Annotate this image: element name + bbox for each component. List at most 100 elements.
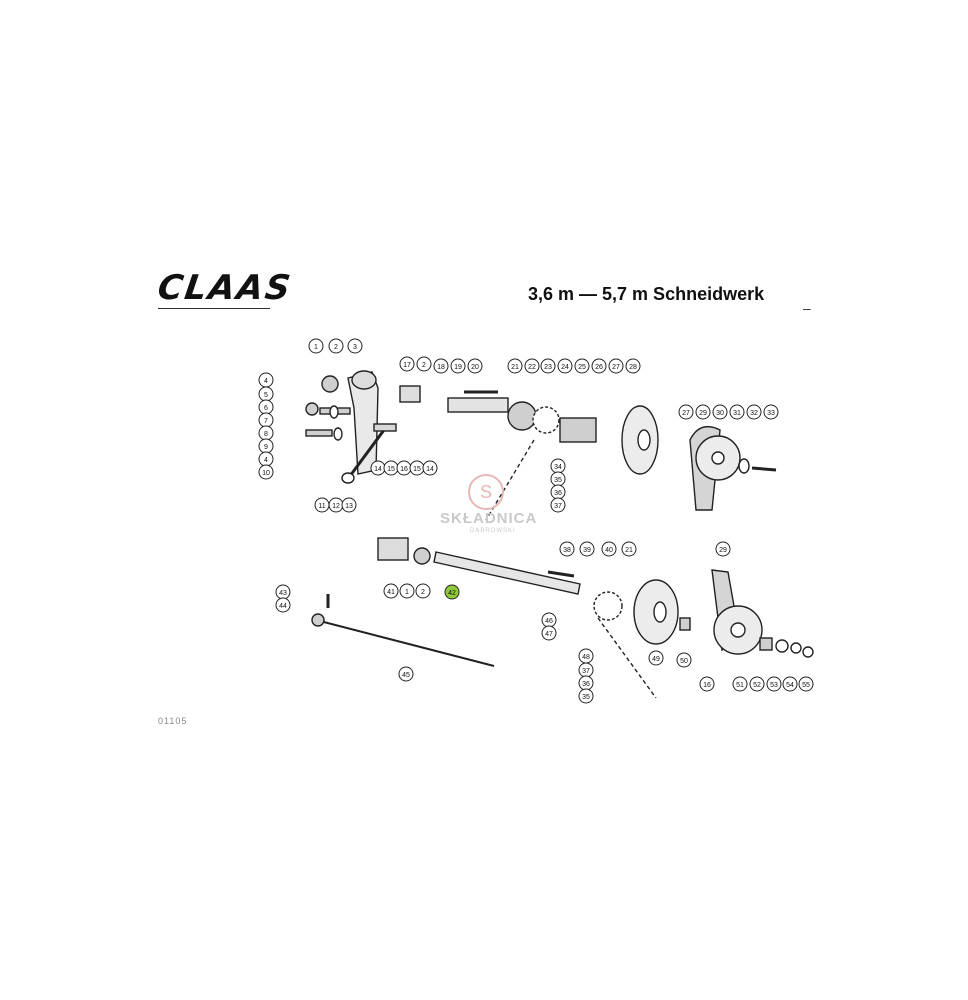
callout-2: 2 xyxy=(416,356,432,372)
callout-32: 32 xyxy=(746,404,762,420)
title-dash: – xyxy=(803,300,811,316)
callout-number: 3 xyxy=(353,344,357,351)
callout-number: 28 xyxy=(629,364,637,371)
pulley-right-hub xyxy=(711,451,725,465)
callout-circle xyxy=(308,338,324,354)
callout-circle xyxy=(415,583,431,599)
callout-circle xyxy=(444,584,460,600)
callout-number: 33 xyxy=(767,410,775,417)
callout-number: 43 xyxy=(279,590,287,597)
callout-29: 29 xyxy=(715,541,731,557)
callout-circle xyxy=(766,676,782,692)
callout-50: 50 xyxy=(676,652,692,668)
callout-number: 6 xyxy=(264,405,268,412)
callout-20: 20 xyxy=(467,358,483,374)
callout-49: 49 xyxy=(648,650,664,666)
callout-number: 9 xyxy=(264,444,268,451)
callout-17: 17 xyxy=(399,356,415,372)
callout-6: 6 xyxy=(258,399,274,415)
callout-circle xyxy=(275,597,291,613)
callout-circle xyxy=(399,356,415,372)
callout-39: 39 xyxy=(579,541,595,557)
main-shaft xyxy=(433,551,581,595)
callout-number: 39 xyxy=(583,547,591,554)
page-title: 3,6 m — 5,7 m Schneidwerk xyxy=(528,284,765,304)
callout-number: 54 xyxy=(786,682,794,689)
callout-number: 20 xyxy=(471,364,479,371)
callout-number: 13 xyxy=(345,503,353,510)
callout-35: 35 xyxy=(578,688,594,704)
callout-number: 21 xyxy=(511,364,519,371)
sleeve-lower xyxy=(377,537,409,561)
callout-number: 26 xyxy=(595,364,603,371)
callout-29: 29 xyxy=(695,404,711,420)
callout-number: 5 xyxy=(264,392,268,399)
callout-26: 26 xyxy=(591,358,607,374)
shaft-upper xyxy=(447,397,509,413)
callout-number: 2 xyxy=(422,362,426,369)
callout-number: 21 xyxy=(625,547,633,554)
callout-15: 15 xyxy=(383,460,399,476)
sprocket-ring xyxy=(507,401,537,431)
callout-circle xyxy=(749,676,765,692)
callout-number: 47 xyxy=(545,631,553,638)
callout-46: 46 xyxy=(541,612,557,628)
callout-number: 18 xyxy=(437,364,445,371)
callout-27: 27 xyxy=(608,358,624,374)
callout-12: 12 xyxy=(328,497,344,513)
callout-35: 35 xyxy=(550,471,566,487)
callout-14: 14 xyxy=(370,460,386,476)
pulley-51-hub xyxy=(730,622,746,638)
callout-circle xyxy=(648,650,664,666)
callout-16: 16 xyxy=(396,460,412,476)
callout-circle xyxy=(347,338,363,354)
callout-16: 16 xyxy=(699,676,715,692)
callout-circle xyxy=(507,358,523,374)
callout-circle xyxy=(712,404,728,420)
logo-underline xyxy=(158,308,270,309)
callout-44: 44 xyxy=(275,597,291,613)
callout-28: 28 xyxy=(625,358,641,374)
callout-number: 25 xyxy=(578,364,586,371)
callout-circle xyxy=(699,676,715,692)
callout-number: 48 xyxy=(582,654,590,661)
callout-27: 27 xyxy=(678,404,694,420)
callout-42: 42 xyxy=(444,584,460,600)
bearing-52 xyxy=(759,637,773,651)
callout-number: 31 xyxy=(733,410,741,417)
callout-number: 14 xyxy=(374,466,382,473)
callout-1: 1 xyxy=(399,583,415,599)
callout-13: 13 xyxy=(341,497,357,513)
callout-number: 30 xyxy=(716,410,724,417)
pin-bolt xyxy=(373,423,397,432)
callout-number: 52 xyxy=(753,682,761,689)
callout-number: 12 xyxy=(332,503,340,510)
callout-number: 11 xyxy=(318,503,325,510)
callout-number: 16 xyxy=(703,682,711,689)
bolt-right xyxy=(751,466,777,472)
callout-number: 16 xyxy=(400,466,408,473)
callout-number: 7 xyxy=(264,418,268,425)
callout-number: 41 xyxy=(387,589,395,596)
callout-number: 24 xyxy=(561,364,569,371)
callout-number: 19 xyxy=(454,364,462,371)
callout-number: 51 xyxy=(736,682,744,689)
callout-21: 21 xyxy=(507,358,523,374)
bearing-lower xyxy=(413,547,431,565)
callout-number: 36 xyxy=(582,681,590,688)
callout-5: 5 xyxy=(258,386,274,402)
callout-circle xyxy=(399,583,415,599)
ring-54 xyxy=(790,642,802,654)
callout-circle xyxy=(258,464,274,480)
callout-37: 37 xyxy=(578,662,594,678)
callout-number: 2 xyxy=(334,344,338,351)
callout-circle xyxy=(433,358,449,374)
bracket-bushing xyxy=(351,370,377,390)
callout-40: 40 xyxy=(601,541,617,557)
callout-number: 10 xyxy=(262,470,270,477)
callout-number: 29 xyxy=(699,410,707,417)
callout-31: 31 xyxy=(729,404,745,420)
callout-number: 1 xyxy=(405,589,409,596)
long-rod xyxy=(315,619,495,667)
